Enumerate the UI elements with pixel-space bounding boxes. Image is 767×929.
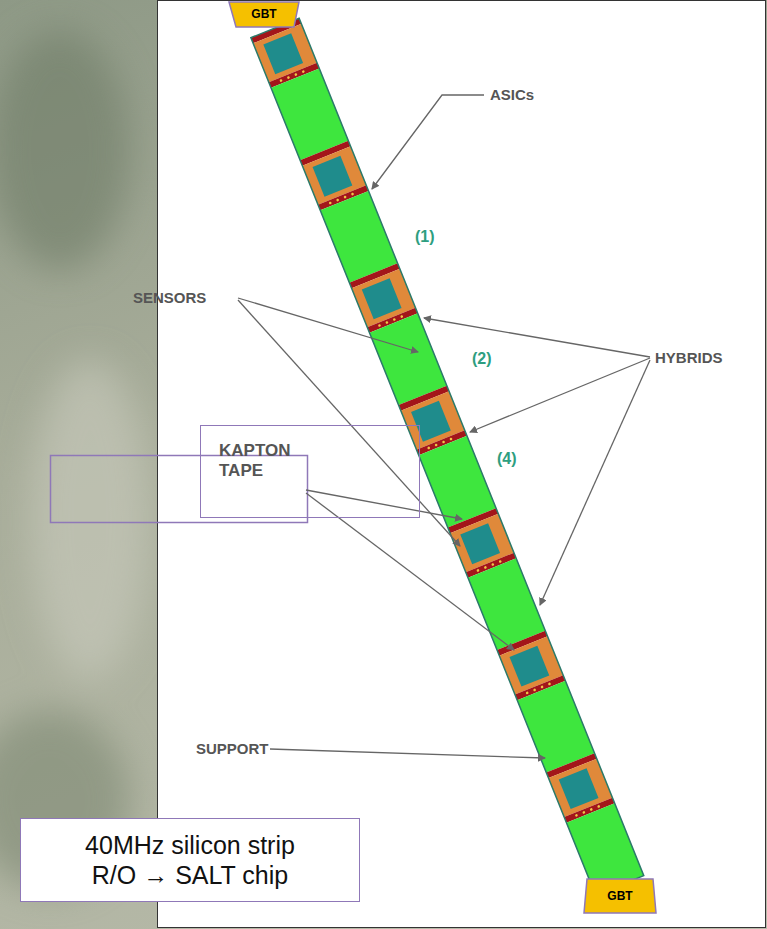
node-text: 40MHz silicon strip R/O → SALT chip (70, 830, 310, 890)
node-text: GBT (251, 7, 276, 21)
part-label: ASICs (490, 87, 534, 104)
gbt-chip: GBT (583, 878, 657, 914)
photo-background (0, 30, 150, 890)
callout-number: (4) (497, 450, 517, 468)
part-label: SUPPORT (196, 741, 269, 758)
gbt-chip: GBT (228, 1, 300, 28)
readout-note-box: 40MHz silicon strip R/O → SALT chip (20, 818, 360, 902)
silicon-stave (251, 18, 644, 895)
part-label: HYBRIDS (655, 350, 723, 367)
part-label: SENSORS (133, 290, 206, 307)
white-panel (158, 1, 766, 928)
kapton-tape-box: KAPTON TAPE (200, 425, 420, 518)
callout-number: (1) (415, 228, 435, 246)
leader-lines (238, 95, 650, 758)
node-text: GBT (607, 889, 632, 903)
empty-outline (51, 456, 308, 523)
callout-number: (2) (472, 350, 492, 368)
node-text: KAPTON TAPE (219, 441, 309, 482)
